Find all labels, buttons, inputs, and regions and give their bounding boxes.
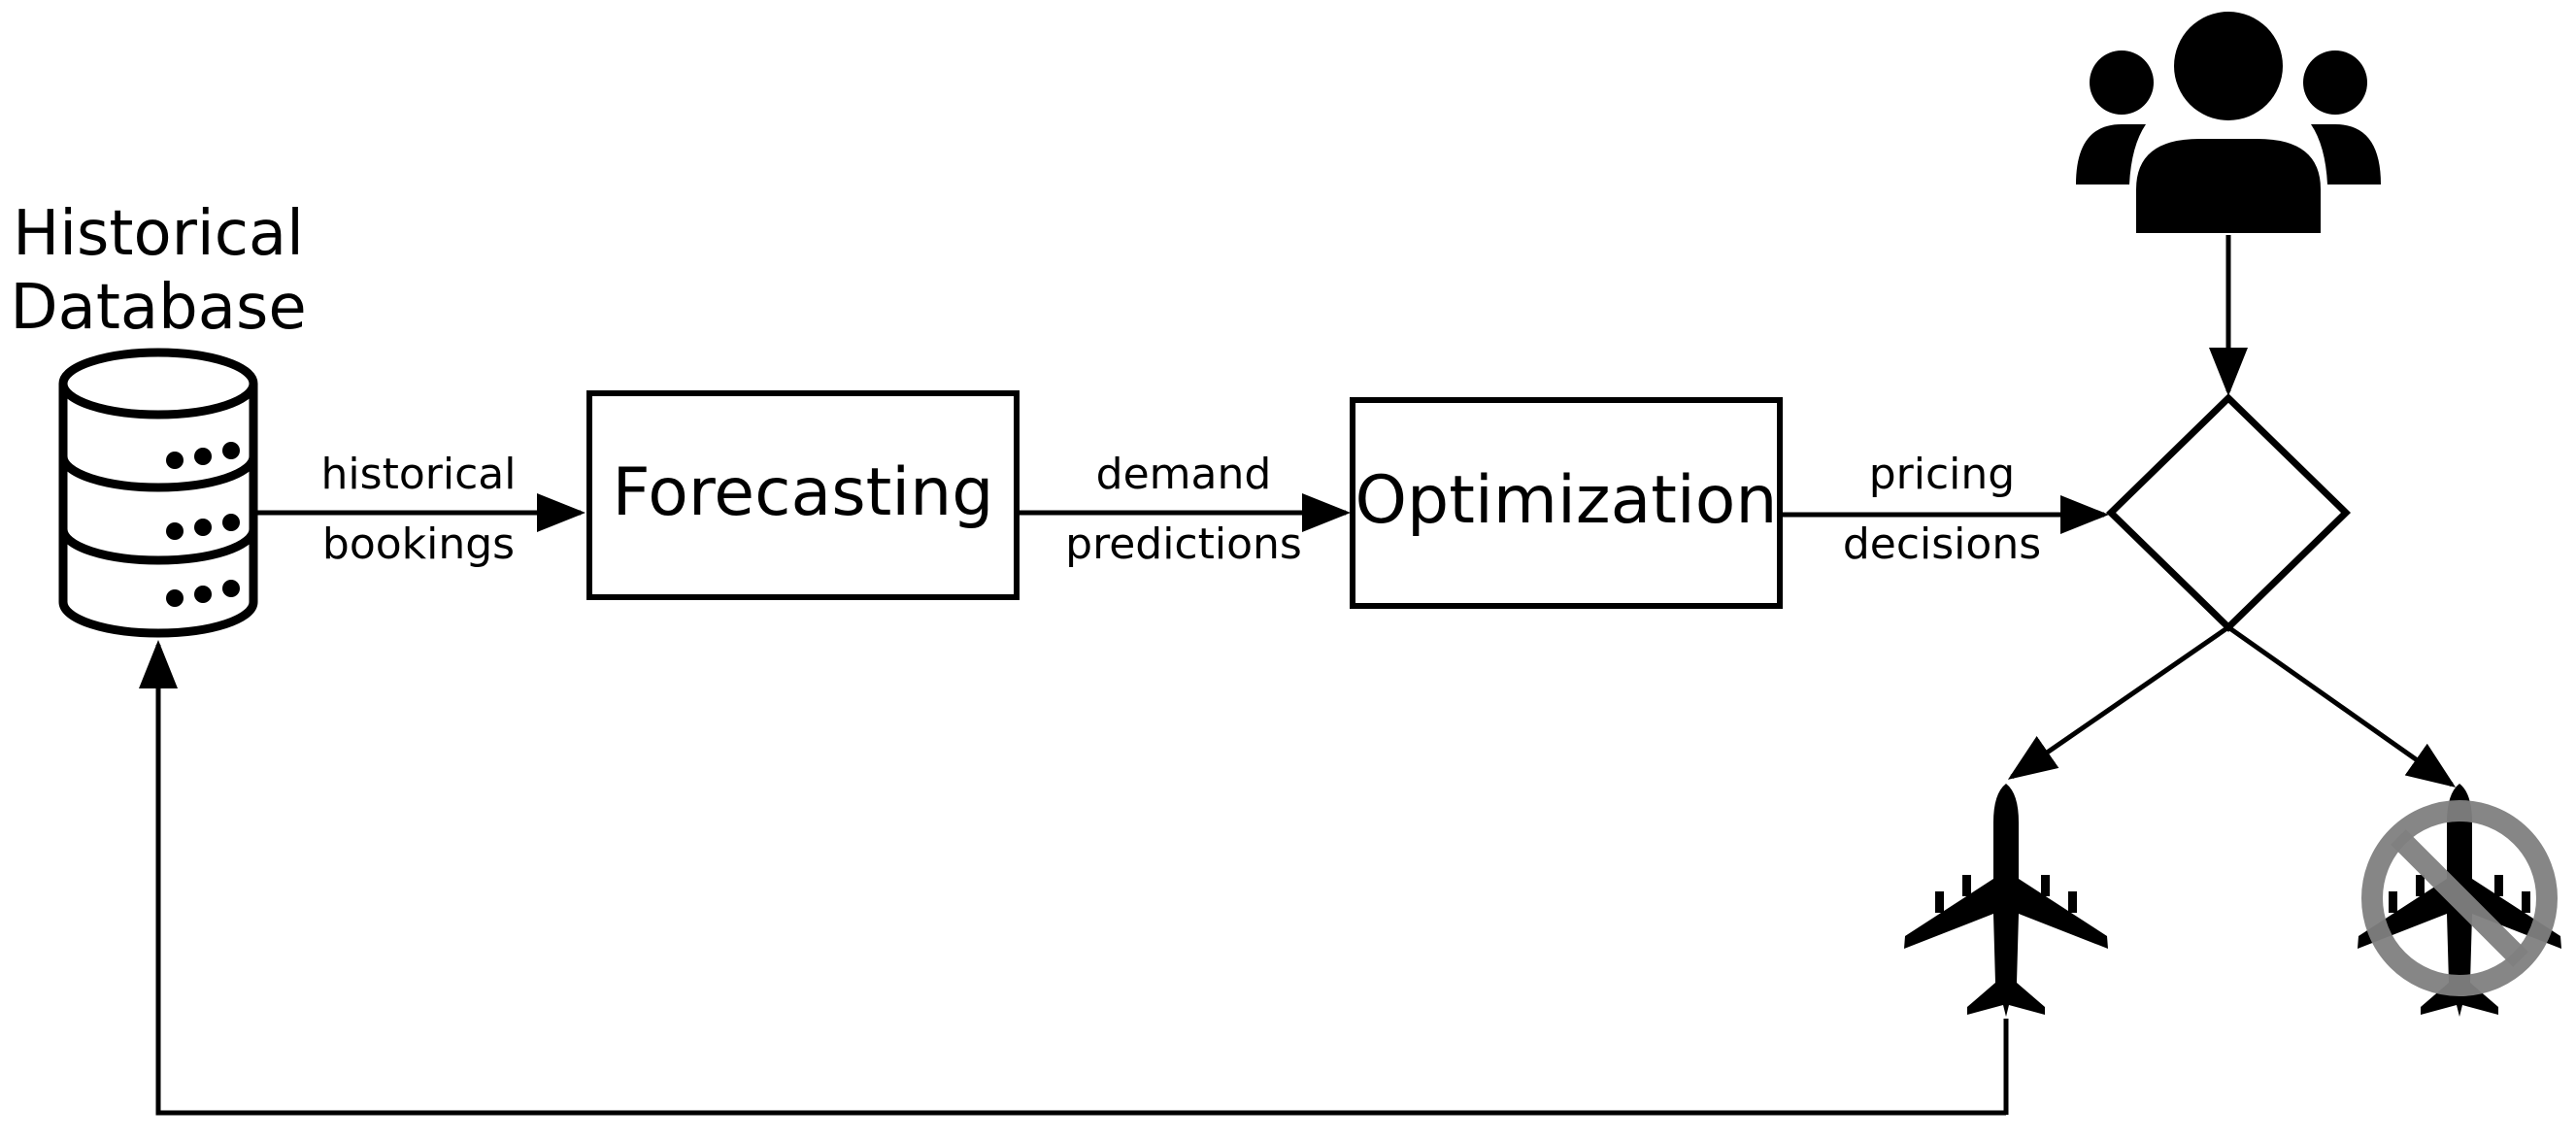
arrow-feedback-to-database — [139, 640, 2006, 1116]
arrow-decision-to-not-booked — [2226, 624, 2457, 788]
edge-label-pricing: pricing — [1869, 450, 2015, 499]
airplane-icon — [1904, 784, 2108, 1017]
database-icon — [58, 348, 258, 638]
database-title-line2: Database — [10, 272, 306, 344]
forecasting-box — [586, 390, 1020, 600]
edge-label-demand: demand — [1096, 450, 1272, 499]
database-title-line1: Historical — [13, 198, 304, 270]
edge-label-bookings: bookings — [322, 520, 515, 569]
edge-label-decisions: decisions — [1843, 520, 2041, 569]
airplane-cancelled-icon — [2358, 784, 2561, 1017]
users-icon — [2076, 12, 2381, 233]
edge-label-predictions: predictions — [1065, 520, 1302, 569]
arrow-decision-to-booked — [2007, 624, 2230, 780]
decision-diamond — [2105, 393, 2352, 632]
edge-label-historical: historical — [321, 450, 517, 499]
optimization-label: Optimization — [1355, 462, 1778, 539]
optimization-box — [1350, 397, 1783, 609]
prohibited-icon — [2361, 800, 2558, 996]
forecasting-label: Forecasting — [613, 454, 994, 531]
